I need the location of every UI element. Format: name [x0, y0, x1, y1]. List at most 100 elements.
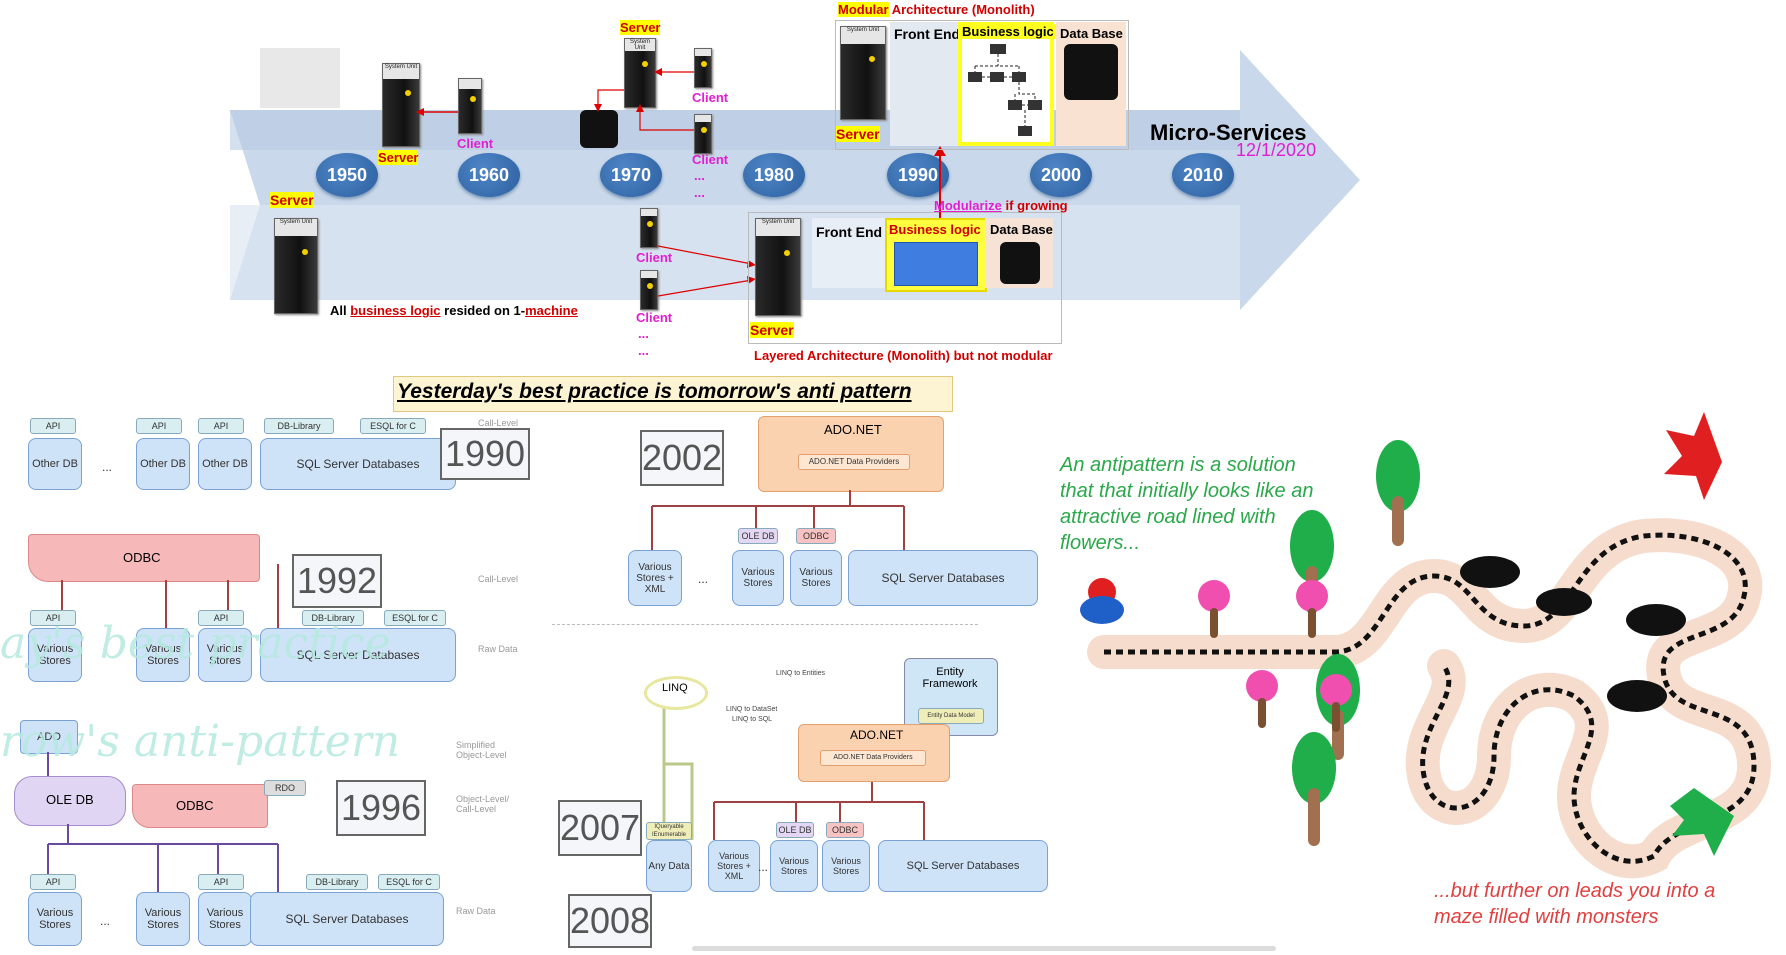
antipattern-text-top: An antipattern is a solution that that i…	[1060, 454, 1314, 554]
caption-text: Yesterday's best practice is tomorrow's …	[397, 380, 912, 403]
server-label-1960: Server	[378, 150, 419, 165]
watermark-line2: row's anti-pattern	[0, 716, 401, 767]
ellipsis: ...	[698, 572, 709, 586]
server-label-1970: Server	[620, 20, 661, 35]
entity-model-pill: Entity Data Model	[918, 708, 984, 724]
all-business-logic-note: All business logic resided on 1-machine	[330, 303, 578, 318]
side-label: Call-Level	[478, 574, 519, 584]
modularize-arrow	[934, 146, 946, 218]
client-computer-icon	[694, 48, 712, 88]
odbc-pill: ODBC	[796, 528, 836, 544]
linq-entities-label: LINQ to Entities	[776, 670, 826, 677]
linq-label: LINQ	[662, 682, 688, 694]
connector-lines	[47, 564, 279, 892]
side-label: Simplified Object-Level	[456, 740, 507, 760]
flower-icon	[1246, 670, 1278, 728]
rdo-pill: RDO	[264, 780, 306, 796]
tree-icon	[1292, 732, 1336, 846]
api-pill: API	[198, 418, 244, 434]
odbc-label: ODBC	[176, 798, 214, 813]
various-stores-box: Various Stores	[136, 628, 190, 682]
various-stores-box: Various Stores	[770, 840, 818, 892]
server-label-layered: Server	[750, 322, 794, 338]
traveler-icon	[1080, 578, 1124, 624]
side-label: Object-Level/ Call-Level	[456, 794, 510, 814]
year-1980: 1980	[743, 153, 805, 197]
providers-pill: ADO.NET Data Providers	[820, 750, 926, 766]
flower-icon	[1296, 580, 1328, 638]
monster-icon	[1626, 604, 1686, 636]
api-pill: API	[30, 418, 76, 434]
business-logic-label: Business logic	[960, 24, 1056, 39]
odbc-bar	[28, 534, 260, 582]
ellipsis: ...	[100, 914, 111, 928]
business-logic-label: Business logic	[889, 222, 981, 237]
database-icon	[1000, 242, 1040, 284]
server-computer-icon: System Unit	[274, 218, 318, 314]
api-pill: API	[198, 610, 244, 626]
year-box-1996: 1996	[336, 780, 426, 836]
client-computer-icon	[640, 270, 658, 310]
year-1960: 1960	[458, 153, 520, 197]
modular-architecture-title: Modular Architecture (Monolith)	[838, 2, 1035, 17]
odbc-pill: ODBC	[826, 822, 864, 838]
year-box-2002: 2002	[640, 430, 724, 486]
client-label-1970a: Client	[692, 90, 729, 105]
other-db-box: Other DB	[198, 438, 252, 490]
various-stores-box: Various Stores	[822, 840, 870, 892]
db-library-pill: DB-Library	[306, 874, 368, 890]
server-computer-icon: System Unit	[755, 218, 801, 316]
various-stores-box: Various Stores	[28, 892, 82, 946]
providers-pill: ADO.NET Data Providers	[798, 454, 910, 470]
date-label: 12/1/2020	[1236, 140, 1317, 160]
any-data-box: Any Data	[646, 840, 692, 892]
middle-history-panel: 2002 ADO.NET ADO.NET Data Providers OLE …	[552, 414, 1048, 951]
side-label: Raw Data	[478, 644, 518, 654]
ado-net-label: ADO.NET	[824, 422, 882, 437]
sql-server-databases-box: SQL Server Databases	[848, 550, 1038, 606]
ole-db-box	[14, 776, 126, 826]
watermark-line1: ay's best practice	[0, 618, 391, 669]
sql-server-databases-box: SQL Server Databases	[878, 840, 1048, 892]
ole-db-pill: OLE DB	[738, 528, 778, 544]
api-pill: API	[30, 610, 76, 626]
client-computer-icon	[458, 78, 482, 134]
linq-dataset-label: LINQ to DataSet	[726, 706, 778, 713]
client-label-1970b: Client	[692, 152, 729, 167]
year-box-1992: 1992	[292, 554, 382, 608]
ellipsis: ...	[102, 460, 113, 474]
module-network-icon	[968, 44, 1042, 136]
left-history-panel: API API API DB-Library ESQL for C Other …	[8, 414, 538, 951]
year-2000: 2000	[1030, 153, 1092, 197]
ienumerable-pill: IQueryable IEnumerable	[646, 822, 692, 840]
various-stores-box: Various Stores	[790, 550, 842, 606]
client-label-low-b: Client	[636, 310, 673, 325]
various-stores-box: Various Stores	[198, 628, 252, 682]
flower-icon	[1320, 674, 1352, 732]
various-stores-box: Various Stores	[198, 892, 252, 946]
esql-pill: ESQL for C	[360, 418, 426, 434]
odbc-label: ODBC	[123, 550, 161, 565]
api-pill: API	[136, 418, 182, 434]
dragon-icon	[1664, 412, 1722, 500]
various-stores-xml-box: Various Stores + XML	[628, 550, 682, 606]
dragon-icon	[1670, 788, 1734, 856]
api-pill: API	[198, 874, 244, 890]
server-label-modular: Server	[836, 126, 880, 142]
sql-server-databases-box: SQL Server Databases	[260, 628, 456, 682]
horizontal-scrollbar[interactable]	[692, 946, 1276, 951]
server-computer-icon: System Unit	[382, 63, 420, 147]
flower-icon	[1198, 580, 1230, 638]
ole-db-pill: OLE DB	[776, 822, 814, 838]
front-end-label: Front End	[894, 26, 961, 42]
server-computer-icon: System Unit	[840, 26, 886, 120]
client-computer-icon	[640, 208, 658, 248]
entity-framework-label: Entity Framework	[922, 666, 978, 690]
side-label: Call-Level	[478, 418, 519, 428]
connection-arrows	[594, 68, 694, 131]
server-computer-icon: System Unit	[624, 38, 656, 108]
various-stores-xml-box: Various Stores + XML	[708, 840, 760, 892]
layered-architecture-caption: Layered Architecture (Monolith) but not …	[754, 348, 1053, 363]
server-label-1950: Server	[270, 192, 314, 208]
esql-pill: ESQL for C	[384, 610, 446, 626]
